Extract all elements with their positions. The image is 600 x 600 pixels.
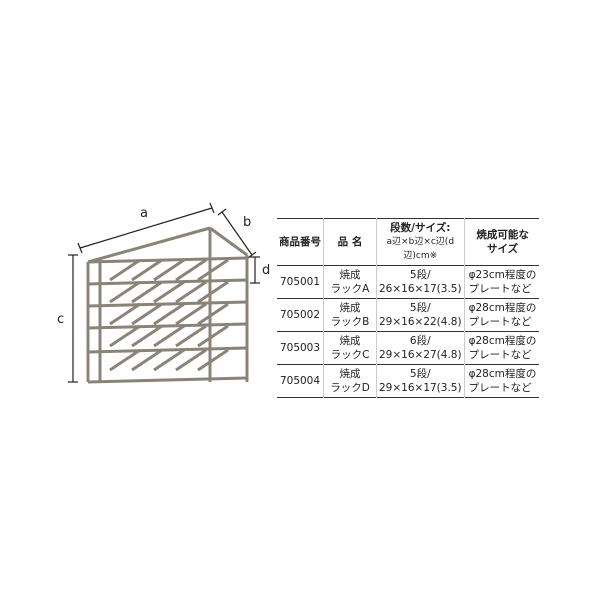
- rack-bar: [153, 258, 185, 282]
- tiers: 5段/: [409, 269, 431, 281]
- rack-bar: [197, 258, 229, 282]
- table-header: 商品番号 品 名 段数/サイズ: a辺×b辺×c辺(d辺)cm※ 焼成可能なサイズ: [277, 218, 539, 266]
- product-size: 5段/29×16×22(4.8): [376, 298, 465, 332]
- rack-bar: [197, 302, 229, 326]
- product-name: 焼成ラックB: [323, 298, 377, 332]
- rack-bar: [209, 226, 248, 257]
- table-row: 705001 焼成ラックA 5段/26×16×17(3.5) φ23cm程度のプ…: [277, 265, 539, 299]
- product-name: 焼成ラックC: [323, 331, 377, 365]
- rack-bar: [153, 324, 185, 348]
- name-line1: 焼成: [339, 335, 361, 347]
- dimensions: 26×16×17(3.5): [379, 283, 462, 295]
- tiers: 5段/: [409, 302, 431, 314]
- dimension-lines: [68, 202, 260, 383]
- rack-bar: [109, 258, 141, 282]
- rack-bar: [131, 258, 163, 282]
- rack-bar: [87, 300, 248, 308]
- table-row: 705003 焼成ラックC 6段/29×16×27(4.8) φ28cm程度のプ…: [277, 331, 539, 365]
- plate-line2: プレートなど: [468, 316, 532, 328]
- rack-bar: [131, 324, 163, 348]
- product-table: 商品番号 品 名 段数/サイズ: a辺×b辺×c辺(d辺)cm※ 焼成可能なサイズ…: [277, 218, 539, 398]
- name-line1: 焼成: [339, 302, 361, 314]
- tiers: 6段/: [409, 335, 431, 347]
- name-line2: ラックD: [330, 382, 370, 394]
- rack-bar: [131, 302, 163, 326]
- rack-frame: [86, 226, 249, 384]
- rack-bar: [175, 302, 207, 326]
- header-name: 品 名: [323, 218, 377, 266]
- rack-bar: [109, 280, 141, 304]
- rack-bar: [109, 348, 141, 372]
- table-row: 705002 焼成ラックB 5段/29×16×22(4.8) φ28cm程度のプ…: [277, 298, 539, 332]
- name-line2: ラックA: [330, 283, 370, 295]
- label-d: d: [262, 263, 271, 278]
- product-size: 5段/26×16×17(3.5): [376, 265, 465, 299]
- plate-size: φ28cm程度のプレートなど: [463, 364, 539, 398]
- rack-bar: [87, 226, 211, 264]
- rack-bar: [175, 324, 207, 348]
- label-a: a: [140, 206, 148, 221]
- plate-line2: プレートなど: [468, 349, 532, 361]
- rack-bar: [175, 280, 207, 304]
- name-line1: 焼成: [339, 368, 361, 380]
- rack-bar: [87, 376, 248, 384]
- product-code: 705001: [277, 265, 324, 299]
- plate-line1: φ28cm程度の: [468, 302, 537, 314]
- plate-line1: φ28cm程度の: [468, 335, 537, 347]
- rack-bar: [153, 302, 185, 326]
- tiers: 5段/: [409, 368, 431, 380]
- rack-bar: [131, 280, 163, 304]
- header-plate-line2: サイズ: [486, 243, 519, 255]
- table-row: 705004 焼成ラックD 5段/29×16×17(3.5) φ28cm程度のプ…: [277, 364, 539, 398]
- rack-bar: [197, 324, 229, 348]
- rack-bar: [87, 346, 248, 354]
- header-plate-line1: 焼成可能な: [476, 229, 529, 241]
- dimensions: 29×16×27(4.8): [379, 349, 462, 361]
- label-c: c: [57, 312, 65, 327]
- rack-bar: [87, 322, 248, 330]
- header-size-line1: 段数/サイズ:: [390, 222, 451, 234]
- dimensions: 29×16×22(4.8): [379, 316, 462, 328]
- plate-size: φ23cm程度のプレートなど: [463, 265, 539, 299]
- plate-size: φ28cm程度のプレートなど: [463, 298, 539, 332]
- rack-bar: [131, 348, 163, 372]
- label-b: b: [243, 215, 252, 230]
- rack-bar: [87, 278, 248, 286]
- rack-bar: [153, 348, 185, 372]
- product-code: 705004: [277, 364, 324, 398]
- header-plate: 焼成可能なサイズ: [463, 218, 539, 266]
- rack-bar: [175, 348, 207, 372]
- product-size: 5段/29×16×17(3.5): [376, 364, 465, 398]
- name-line2: ラックB: [330, 316, 370, 328]
- rack-bar: [109, 324, 141, 348]
- rack-bar: [197, 280, 229, 304]
- plate-line2: プレートなど: [468, 382, 532, 394]
- rack-bar: [87, 256, 248, 264]
- name-line2: ラックC: [330, 349, 370, 361]
- rack-bar: [175, 258, 207, 282]
- plate-line1: φ23cm程度の: [468, 269, 537, 281]
- plate-line1: φ28cm程度の: [468, 368, 537, 380]
- product-name: 焼成ラックA: [323, 265, 377, 299]
- product-size: 6段/29×16×27(4.8): [376, 331, 465, 365]
- name-line1: 焼成: [339, 269, 361, 281]
- product-code: 705002: [277, 298, 324, 332]
- rack-bar: [197, 348, 229, 372]
- product-code: 705003: [277, 331, 324, 365]
- header-size: 段数/サイズ: a辺×b辺×c辺(d辺)cm※: [376, 218, 465, 266]
- header-size-line2: a辺×b辺×c辺(d辺)cm※: [386, 237, 455, 261]
- dimensions: 29×16×17(3.5): [379, 382, 462, 394]
- product-name: 焼成ラックD: [323, 364, 377, 398]
- header-code: 商品番号: [277, 218, 324, 266]
- plate-line2: プレートなど: [468, 283, 532, 295]
- rack-bar: [153, 280, 185, 304]
- rack-bar: [109, 302, 141, 326]
- plate-size: φ28cm程度のプレートなど: [463, 331, 539, 365]
